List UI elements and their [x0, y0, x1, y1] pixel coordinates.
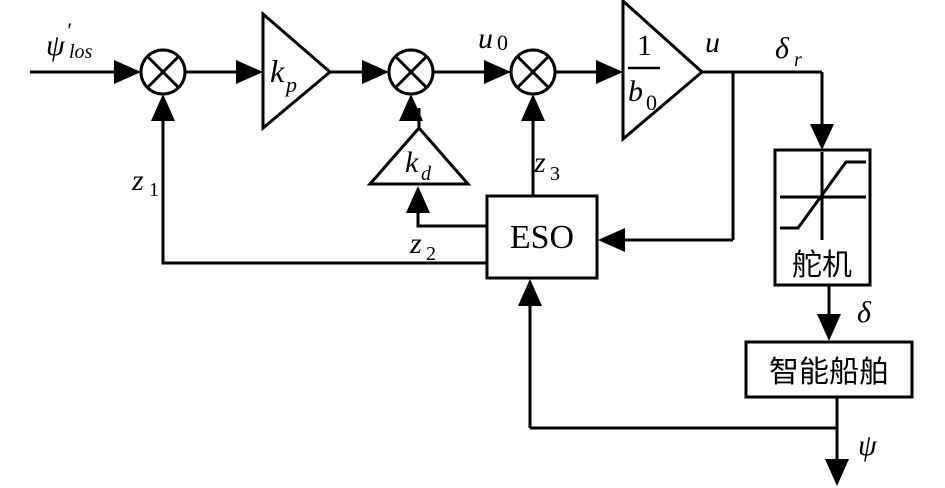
- kd-input-arrow: [406, 186, 430, 213]
- summing-junction-2: [387, 48, 435, 96]
- inverse-b0-label: 1 b 0: [628, 29, 660, 115]
- summing-junction-1: [139, 48, 187, 96]
- svg-text:b: b: [628, 75, 643, 108]
- input-arrow: [114, 60, 141, 84]
- inverse-b0-gain-block: [621, 0, 705, 143]
- psi-label: ψ: [858, 429, 878, 462]
- ship-input-arrow: [817, 314, 841, 341]
- sum2-input-arrow: [362, 60, 389, 84]
- eso-block: ESO: [485, 194, 599, 280]
- summing-junction-3: [509, 48, 557, 96]
- kd-label: k d: [405, 146, 432, 185]
- b0-input-arrow: [596, 60, 623, 84]
- kp-label: k p: [270, 53, 297, 97]
- kp-input-arrow: [236, 60, 263, 84]
- psi-output-arrow: [825, 459, 849, 486]
- delta-r-label: δ r: [775, 32, 802, 71]
- ship-label: 智能船舶: [769, 355, 889, 390]
- kd-gain-block: [366, 125, 472, 186]
- u-label: u: [705, 26, 720, 59]
- svg-text:1: 1: [637, 29, 652, 62]
- z1-label: z 1: [131, 164, 159, 201]
- sum3-input-arrow: [484, 60, 511, 84]
- eso-label: ESO: [510, 219, 574, 256]
- z1-line: [161, 108, 487, 265]
- sum1-z1-arrow: [151, 94, 175, 121]
- sum2-kd-arrow: [399, 94, 423, 121]
- sum3-z3-arrow: [521, 94, 545, 121]
- delta-label: δ: [857, 296, 872, 329]
- servo-block: 舵机: [773, 148, 872, 287]
- z2-label: z 2: [409, 227, 436, 265]
- servo-input-arrow: [810, 124, 834, 150]
- eso-u-input-arrow: [598, 228, 625, 252]
- saturation-curve: [780, 160, 866, 230]
- kp-gain-block: [261, 10, 333, 132]
- reference-label: ψ ′ los: [46, 18, 93, 63]
- servo-label: 舵机: [792, 248, 852, 283]
- z3-label: z 3: [533, 146, 560, 185]
- svg-text:0: 0: [646, 90, 657, 115]
- ship-block: 智能船舶: [744, 340, 914, 399]
- eso-psi-input-arrow: [518, 279, 542, 306]
- u0-label: u 0: [478, 22, 508, 55]
